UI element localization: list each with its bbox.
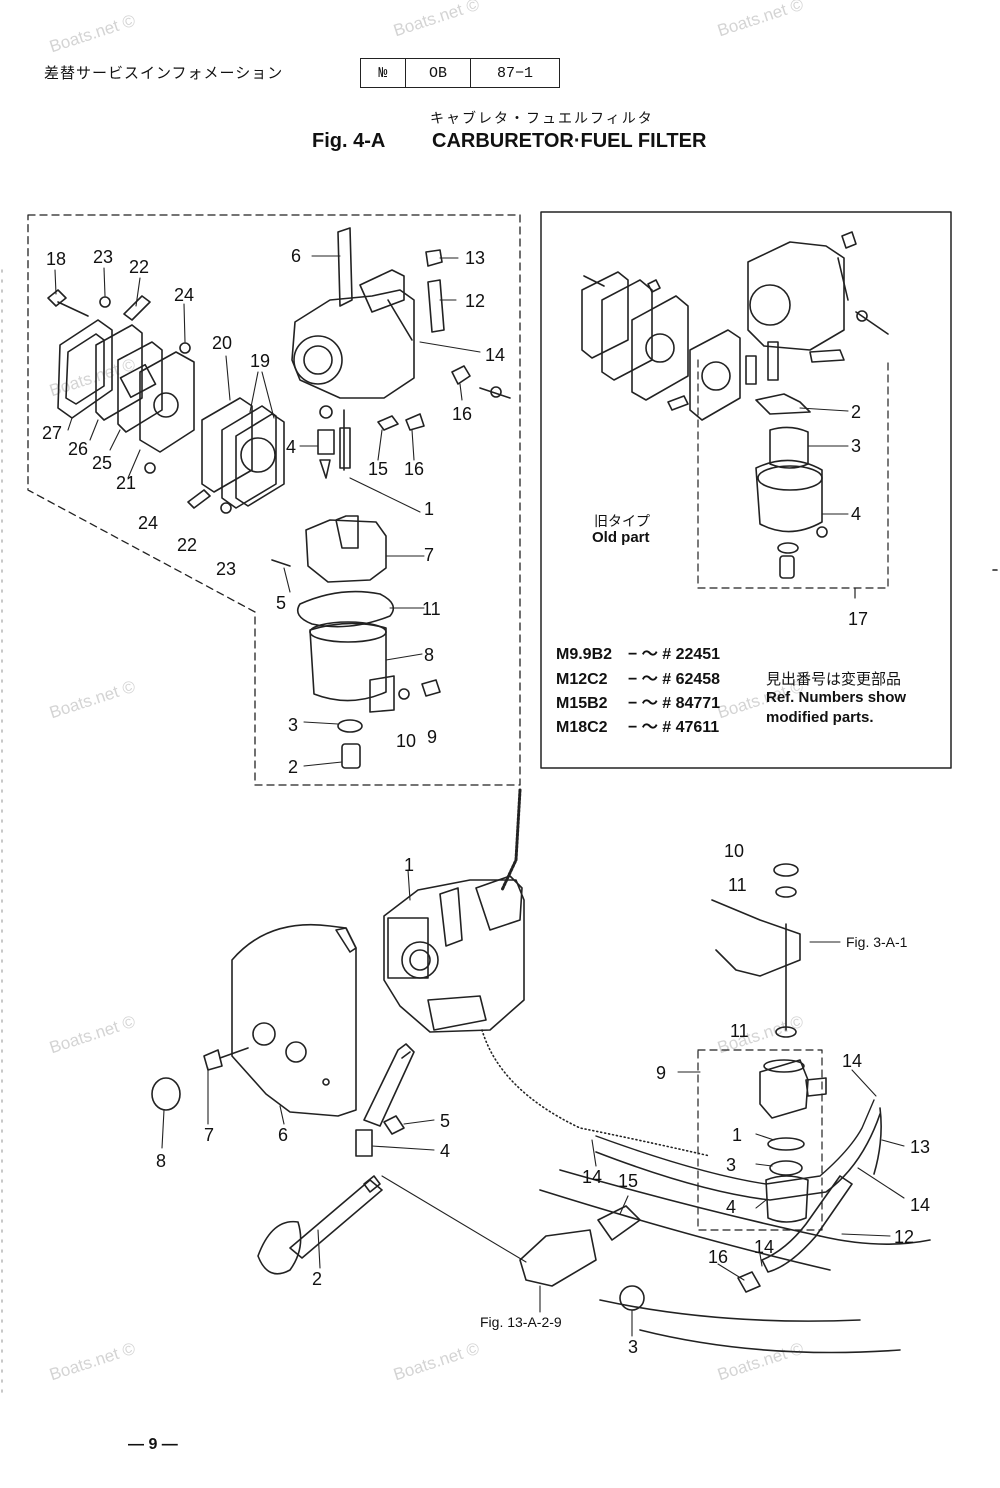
model-row-m12c2: M12C2− ～ # 62458 <box>556 671 721 688</box>
old-callout-4: 4 <box>851 504 862 524</box>
callout-16b: 16 <box>404 459 425 479</box>
old-part-leader-lines <box>799 407 849 515</box>
lower-callout-14c: 14 <box>582 1167 603 1187</box>
lower-callout-6: 6 <box>278 1125 289 1145</box>
callout-4: 4 <box>286 437 297 457</box>
callout-11: 11 <box>422 599 441 619</box>
doc-number: 87−1 <box>496 64 533 82</box>
carburetor-exploded-art <box>47 227 511 769</box>
ref-fig-13a29: Fig. 13-A-2-9 <box>480 1314 562 1330</box>
lower-callout-14b: 14 <box>910 1195 931 1215</box>
callout-16: 16 <box>452 404 473 424</box>
ref-fig-3a1: Fig. 3-A-1 <box>846 934 908 950</box>
callout-8: 8 <box>424 645 435 665</box>
callout-1: 1 <box>424 499 435 519</box>
callout-24: 24 <box>174 285 195 305</box>
lower-callout-5: 5 <box>440 1111 451 1131</box>
callout-27: 27 <box>42 423 63 443</box>
callout-5: 5 <box>276 593 287 613</box>
lower-callout-3b: 3 <box>628 1337 639 1357</box>
lower-callout-4b: 4 <box>726 1197 737 1217</box>
callout-2: 2 <box>288 757 299 777</box>
doc-no-label: № <box>361 59 406 87</box>
header-jp-title: 差替サービスインフォメーション <box>44 64 284 82</box>
callout-25: 25 <box>92 453 113 473</box>
upper-left-leader-lines <box>54 255 481 767</box>
callout-13: 13 <box>465 248 486 268</box>
callout-23: 23 <box>93 247 114 267</box>
doc-number-box: № OB 87−1 <box>360 58 560 88</box>
lower-callout-11b: 11 <box>730 1021 749 1041</box>
old-callout-2: 2 <box>851 402 862 422</box>
figure-subtitle-jp: キャブレタ・フュエルフィルタ <box>430 111 654 127</box>
lower-callout-4: 4 <box>440 1141 451 1161</box>
figure-number: Fig. 4-A <box>312 130 386 152</box>
figure-title-text: CARBURETOR·FUEL FILTER <box>432 130 707 152</box>
note-en-line1: Ref. Numbers show <box>766 689 907 706</box>
old-callout-17: 17 <box>848 609 869 629</box>
figure-title: Fig. 4-A CARBURETOR·FUEL FILTER <box>312 130 706 153</box>
callout-22: 22 <box>129 257 150 277</box>
callout-6: 6 <box>291 246 302 266</box>
upper-left-dashed-frame <box>27 214 521 786</box>
lower-callout-1b: 1 <box>732 1125 743 1145</box>
lower-callout-14: 14 <box>842 1051 863 1071</box>
page-number: — 9 — <box>128 1436 178 1453</box>
callout-19: 19 <box>250 351 271 371</box>
callout-26: 26 <box>68 439 89 459</box>
callout-7: 7 <box>424 545 435 565</box>
note-jp: 見出番号は変更部品 <box>766 670 902 688</box>
callout-20: 20 <box>212 333 233 353</box>
callout-15: 15 <box>368 459 389 479</box>
callout-23b: 23 <box>216 559 237 579</box>
model-row-m15b2: M15B2− ～ # 84771 <box>556 695 721 712</box>
callout-14: 14 <box>485 345 506 365</box>
lower-callout-7: 7 <box>204 1125 215 1145</box>
lower-callout-10: 10 <box>724 841 745 861</box>
lower-callout-8: 8 <box>156 1151 167 1171</box>
callout-24b: 24 <box>138 513 159 533</box>
old-part-label-en: Old part <box>592 529 650 546</box>
old-part-exploded-art <box>581 231 889 579</box>
model-row-m18c2: M18C2− ～ # 47611 <box>556 719 720 736</box>
lower-callout-2: 2 <box>312 1269 323 1289</box>
lower-callout-11: 11 <box>728 875 747 895</box>
note-en-line2: modified parts. <box>766 709 874 726</box>
old-part-label-jp: 旧タイプ <box>594 514 650 530</box>
lower-callout-13: 13 <box>910 1137 931 1157</box>
callout-18: 18 <box>46 249 67 269</box>
lower-callout-9: 9 <box>656 1063 667 1083</box>
lower-callout-12: 12 <box>894 1227 915 1247</box>
doc-series: OB <box>406 59 471 87</box>
callout-10: 10 <box>396 731 417 751</box>
callout-22b: 22 <box>177 535 198 555</box>
old-callout-3: 3 <box>851 436 862 456</box>
old-part-frame <box>540 211 952 769</box>
lower-leader-lines <box>161 869 905 1337</box>
callout-21: 21 <box>116 473 137 493</box>
lower-callout-16: 16 <box>708 1247 729 1267</box>
lower-assembly-art <box>151 788 931 1354</box>
lower-callout-3: 3 <box>726 1155 737 1175</box>
filter-dashed-frame <box>697 1049 823 1231</box>
lower-callout-14d: 14 <box>754 1237 775 1257</box>
old-part-dashed-frame <box>697 359 889 589</box>
model-row-m9-9b2: M9.9B2− ～ # 22451 <box>556 646 721 663</box>
callout-12: 12 <box>465 291 486 311</box>
lower-callout-1: 1 <box>404 855 415 875</box>
lower-callout-15: 15 <box>618 1171 639 1191</box>
callout-9: 9 <box>427 727 438 747</box>
callout-3: 3 <box>288 715 299 735</box>
